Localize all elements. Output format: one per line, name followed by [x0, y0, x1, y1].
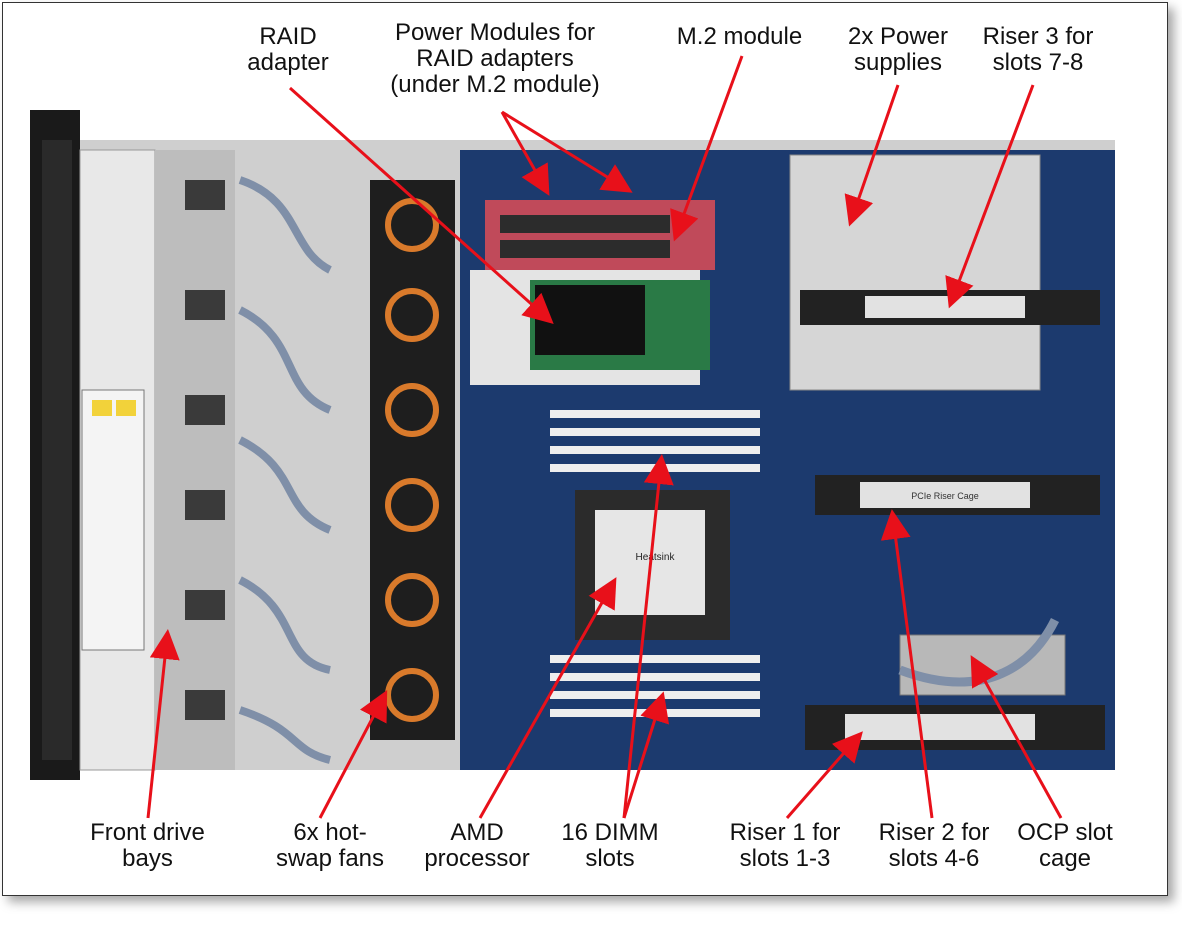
- power-supplies: [789, 154, 1041, 391]
- label-dimm-slots: 16 DIMM slots: [561, 819, 659, 872]
- label-power-supplies: 2x Power supplies: [847, 23, 949, 76]
- label-amd-processor: AMD processor: [424, 819, 530, 872]
- label-front-drive-bays: Front drive bays: [90, 819, 205, 872]
- m2-board: [485, 200, 715, 270]
- fan-bank: [370, 180, 455, 740]
- label-power-modules: Power Modules for RAID adapters (under M…: [390, 19, 600, 98]
- label-ocp-slot-cage: OCP slot cage: [1017, 819, 1113, 872]
- label-fans: 6x hot- swap fans: [275, 819, 385, 872]
- label-m2-module: M.2 module: [676, 23, 803, 50]
- label-riser1: Riser 1 for slots 1-3: [729, 819, 841, 872]
- label-riser3: Riser 3 for slots 7-8: [982, 23, 1094, 76]
- label-riser2: Riser 2 for slots 4-6: [878, 819, 990, 872]
- server-photo: Heatsink PCIe Riser Cage: [30, 110, 1115, 780]
- drive-latches: [185, 180, 225, 720]
- heatsink-text: Heatsink: [636, 552, 676, 563]
- label-raid-adapter: RAID adapter: [247, 23, 329, 76]
- backplane: [155, 150, 235, 770]
- riser-cage-text: PCIe Riser Cage: [911, 491, 979, 501]
